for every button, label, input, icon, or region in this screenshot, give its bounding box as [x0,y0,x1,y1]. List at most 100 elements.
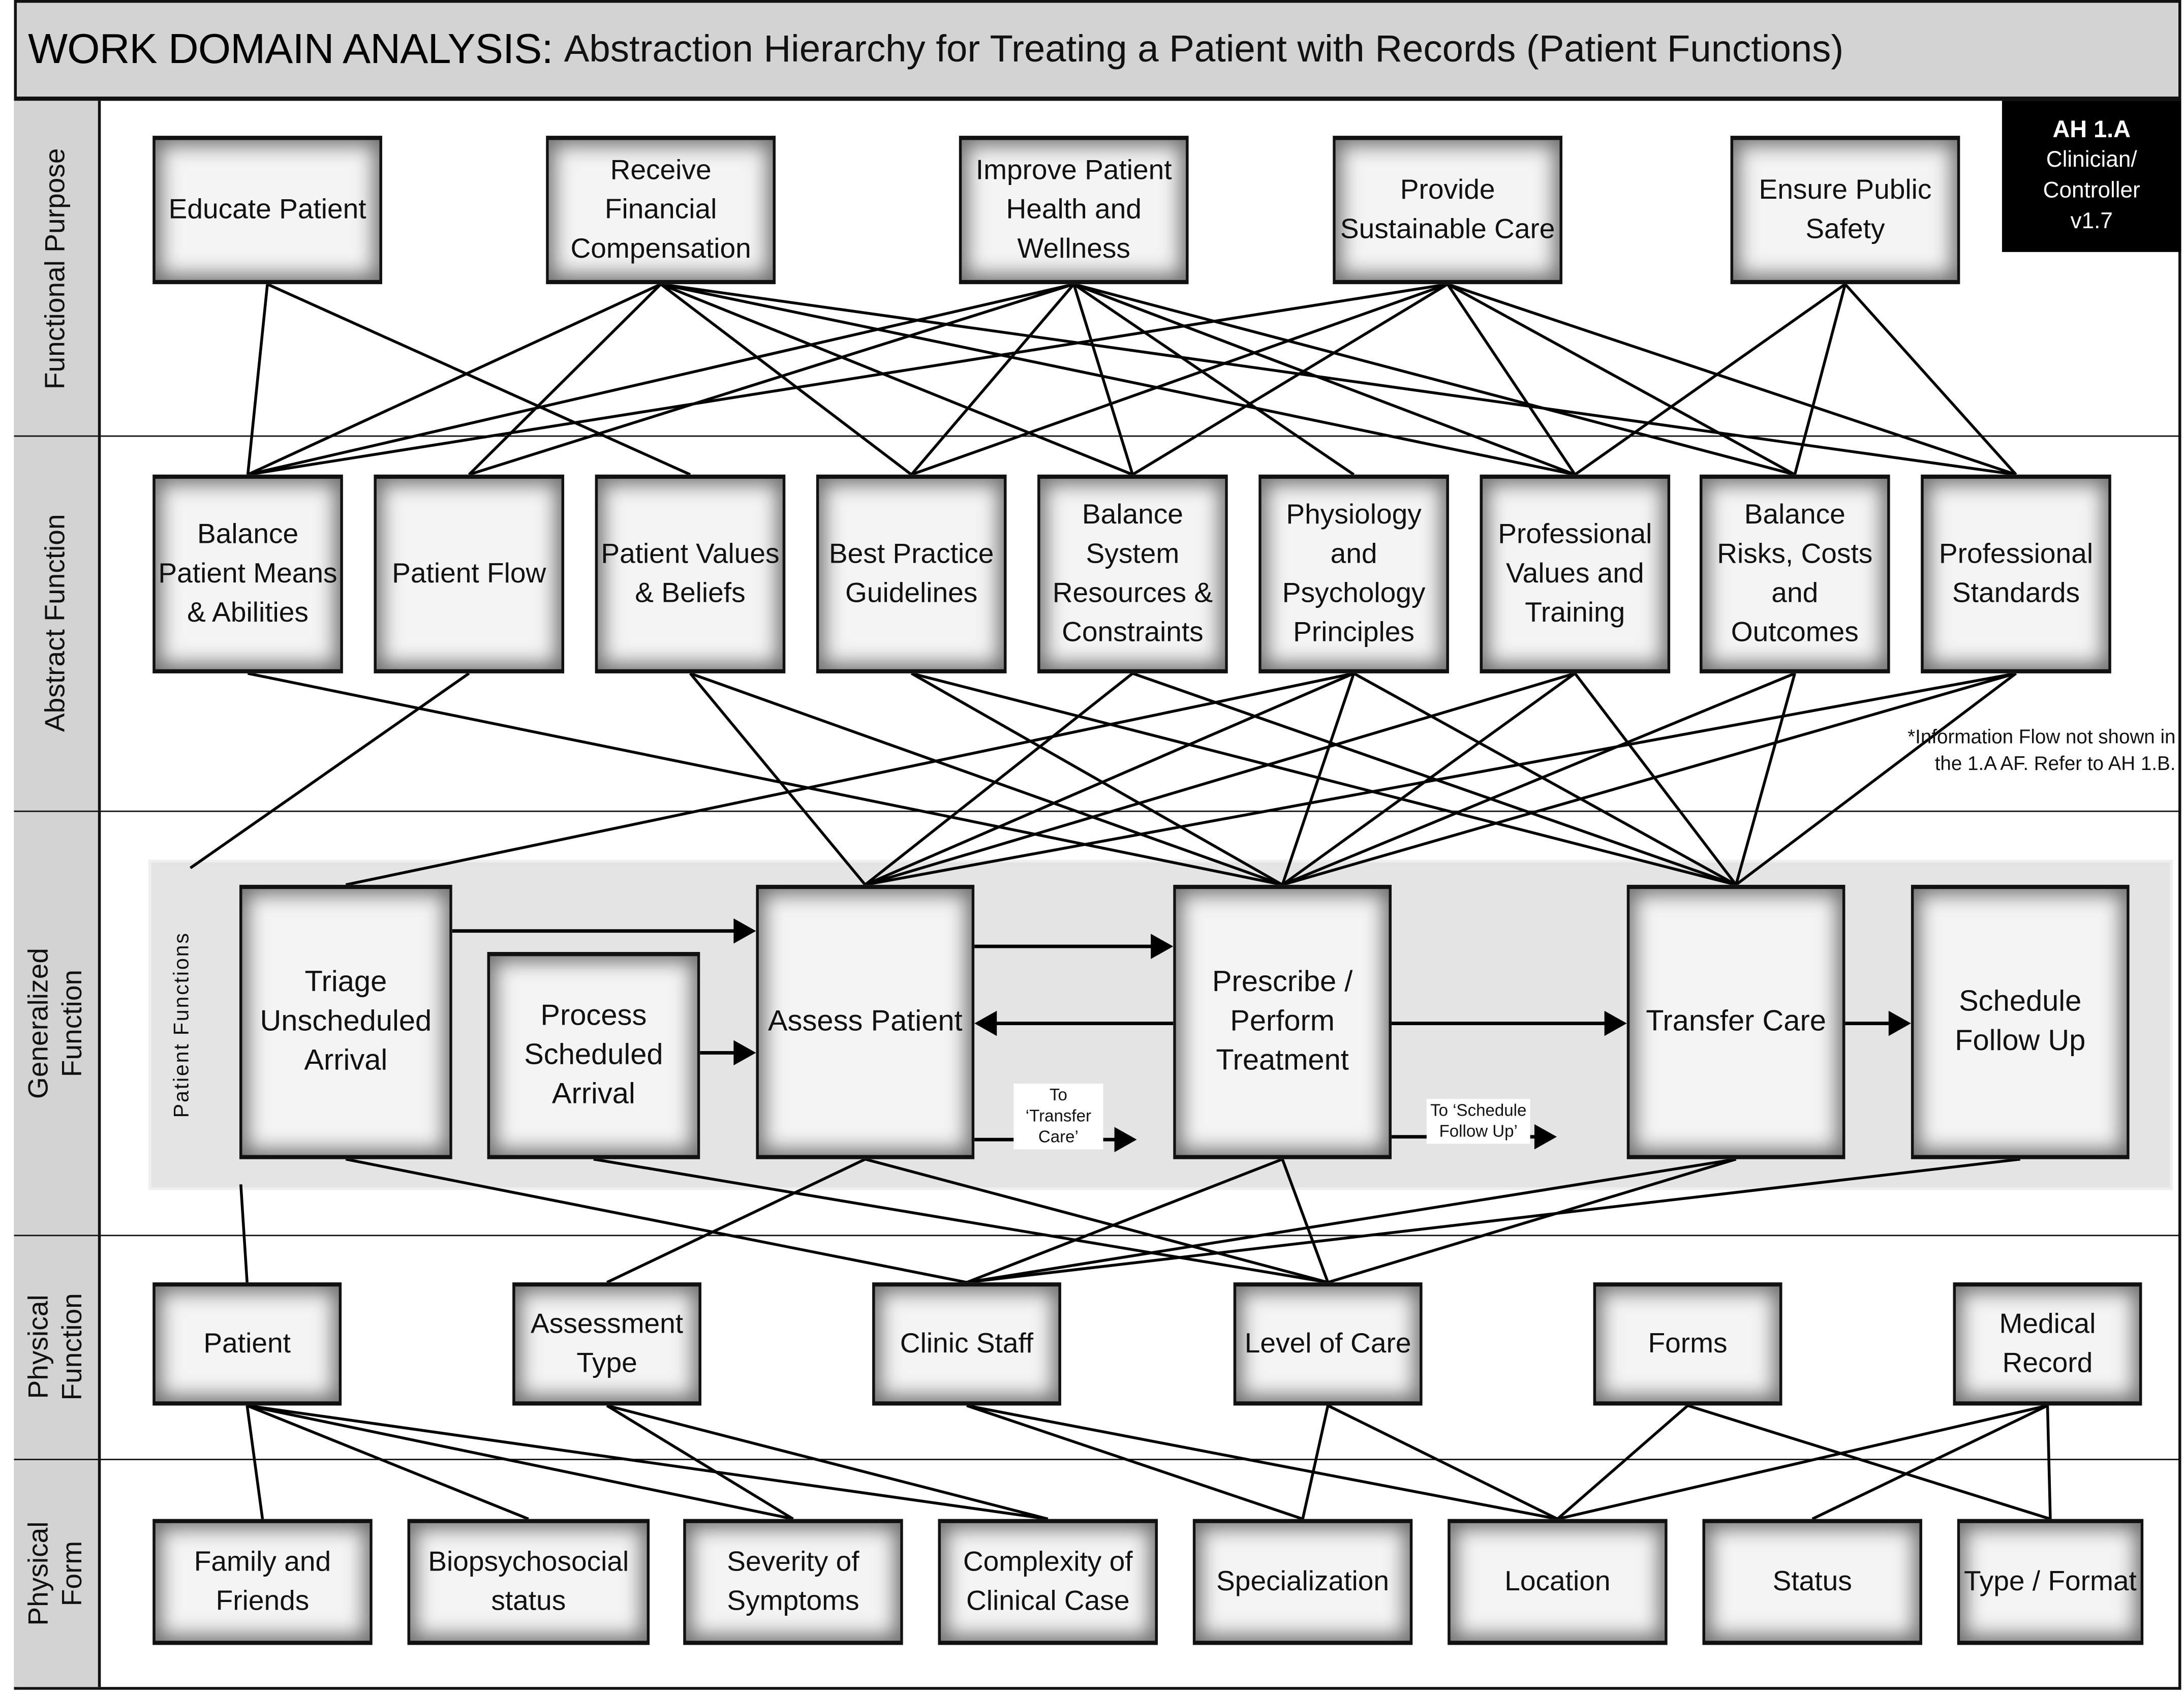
link-ph2-fo3 [607,1406,793,1519]
link-af7-gf5 [1575,673,1736,885]
node-label: Educate Patient [169,191,366,230]
node-label: Ensure Public Safety [1736,171,1955,249]
version-badge: AH 1.A Clinician/ Controller v1.7 [2002,101,2181,252]
phys-function-node-assessment-type[interactable]: Assessment Type [512,1282,701,1405]
flow-ref-transfer-care: To ‘Transfer Care’ [1013,1084,1103,1149]
phys-form-node-complexity-of-clinical-case[interactable]: Complexity of Clinical Case [938,1519,1158,1645]
phys-form-node-status[interactable]: Status [1702,1519,1922,1645]
node-label: Type / Format [1964,1562,2137,1601]
node-label: Patient Values & Beliefs [601,535,780,613]
flow-ref-schedule-follow-up: To ‘Schedule Follow Up’ [1427,1099,1530,1144]
link-ph6-fo6 [1557,1406,2047,1519]
node-label: Best Practice Guidelines [822,535,1001,613]
gf-node-schedule-follow-up[interactable]: Schedule Follow Up [1911,885,2130,1159]
link-af2-gf0 [191,673,469,868]
link-fp3-af1 [248,284,1074,475]
node-label: Forms [1648,1325,1727,1364]
gf-node-prescribe-perform-treatment[interactable]: Prescribe / Perform Treatment [1173,885,1392,1159]
node-label: Transfer Care [1646,1002,1826,1041]
af-node-patient-values-beliefs[interactable]: Patient Values & Beliefs [595,475,786,673]
phys-form-node-biopsychosocial-status[interactable]: Biopsychosocial status [408,1519,650,1645]
node-label: Level of Care [1245,1325,1411,1364]
phys-function-node-medical-record[interactable]: Medical Record [1953,1282,2142,1405]
flow-prescribe-to-assess-arrowhead [974,1011,997,1036]
node-label: Physiology and Psychology Principles [1264,496,1443,653]
link-fp2-af5 [661,284,1132,475]
phys-function-node-patient[interactable]: Patient [152,1282,342,1405]
gf-node-assess-patient[interactable]: Assess Patient [756,885,974,1159]
fp-node-educate-patient[interactable]: Educate Patient [152,136,382,284]
node-label: Specialization [1216,1562,1389,1601]
node-label: Balance Risks, Costs and Outcomes [1705,496,1885,653]
link-af8-gf4 [1282,673,1795,885]
link-fp1-af3 [267,284,690,475]
af-node-balance-patient-means-abilities[interactable]: Balance Patient Means & Abilities [152,475,343,673]
node-label: Assess Patient [768,1002,963,1041]
node-label: Biopsychosocial status [413,1543,644,1621]
link-ph3-fo6 [967,1406,1557,1519]
badge-version: v1.7 [2002,207,2181,238]
node-label: Medical Record [1959,1305,2137,1383]
flow-transfer-to-schedule-arrowhead [1889,1011,1911,1036]
phys-form-node-family-and-friends[interactable]: Family and Friends [152,1519,372,1645]
af-node-balance-system-resources-constraints[interactable]: Balance System Resources & Constraints [1037,475,1228,673]
link-af6-gf1 [346,673,1354,885]
af-node-professional-standards[interactable]: Professional Standards [1921,475,2111,673]
phys-form-node-severity-of-symptoms[interactable]: Severity of Symptoms [683,1519,903,1645]
link-af6-gf5 [1354,673,1736,885]
link-af6-gf4 [1282,673,1354,885]
link-gf5-ph3 [967,1159,1736,1282]
flow-process-to-assess-arrowhead [733,1040,756,1066]
link-ph6-fo7 [1812,1406,2048,1519]
phys-form-node-specialization[interactable]: Specialization [1193,1519,1412,1645]
fp-node-provide-sustainable-care[interactable]: Provide Sustainable Care [1333,136,1562,284]
node-label: Triage Unscheduled Arrival [245,963,447,1081]
link-gf3-ph4 [865,1159,1328,1282]
af-node-professional-values-and-training[interactable]: Professional Values and Training [1480,475,1671,673]
af-node-balance-risks-costs-and-outcomes[interactable]: Balance Risks, Costs and Outcomes [1700,475,1890,673]
af-node-patient-flow[interactable]: Patient Flow [374,475,564,673]
node-label: Location [1504,1562,1610,1601]
information-flow-note: *Information Flow not shown in the 1.A A… [1896,724,2176,777]
link-fp3-af2 [469,284,1074,475]
link-af5-gf3 [865,673,1132,885]
node-label: Patient Flow [392,555,546,594]
fp-node-ensure-public-safety[interactable]: Ensure Public Safety [1731,136,1960,284]
node-label: Process Scheduled Arrival [493,997,695,1114]
link-fp4-af7 [1448,284,1575,475]
link-ph1-fo3 [247,1406,793,1519]
link-ph1-fo1 [247,1406,262,1519]
fp-node-receive-financial-compensation[interactable]: Receive Financial Compensation [546,136,776,284]
link-af6-gf3 [865,673,1354,885]
link-ph6-fo8 [2047,1406,2050,1519]
gf-node-triage-unscheduled-arrival[interactable]: Triage Unscheduled Arrival [239,885,452,1159]
phys-function-node-clinic-staff[interactable]: Clinic Staff [872,1282,1061,1405]
node-label: Patient [203,1325,291,1364]
gf-node-transfer-care[interactable]: Transfer Care [1627,885,1845,1159]
phys-function-node-level-of-care[interactable]: Level of Care [1234,1282,1423,1405]
node-label: Complexity of Clinical Case [944,1543,1152,1621]
phys-function-node-forms[interactable]: Forms [1593,1282,1782,1405]
node-label: Improve Patient Health and Wellness [965,151,1183,268]
link-gf2-ph4 [594,1159,1328,1282]
phys-form-node-type-format[interactable]: Type / Format [1957,1519,2143,1645]
badge-role-2: Controller [2002,176,2181,207]
gf-node-process-scheduled-arrival[interactable]: Process Scheduled Arrival [487,952,700,1159]
phys-form-node-location[interactable]: Location [1448,1519,1667,1645]
link-gfx-ph1 [241,1184,247,1282]
link-ph4-fo5 [1303,1406,1328,1519]
flow-prescribe-to-transfer-arrowhead [1605,1011,1627,1036]
node-label: Status [1773,1562,1852,1601]
link-fp2-af2 [469,284,661,475]
link-ph1-fo4 [247,1406,1048,1519]
af-node-best-practice-guidelines[interactable]: Best Practice Guidelines [816,475,1007,673]
node-label: Schedule Follow Up [1917,983,2124,1061]
af-node-physiology-and-psychology-principles[interactable]: Physiology and Psychology Principles [1258,475,1449,673]
node-label: Provide Sustainable Care [1338,171,1557,249]
node-label: Receive Financial Compensation [551,151,770,268]
fp-node-improve-patient-health-and-wellness[interactable]: Improve Patient Health and Wellness [959,136,1189,284]
node-label: Balance System Resources & Constraints [1043,496,1222,653]
node-label: Prescribe / Perform Treatment [1179,963,1386,1081]
link-ph5-fo6 [1557,1406,1687,1519]
